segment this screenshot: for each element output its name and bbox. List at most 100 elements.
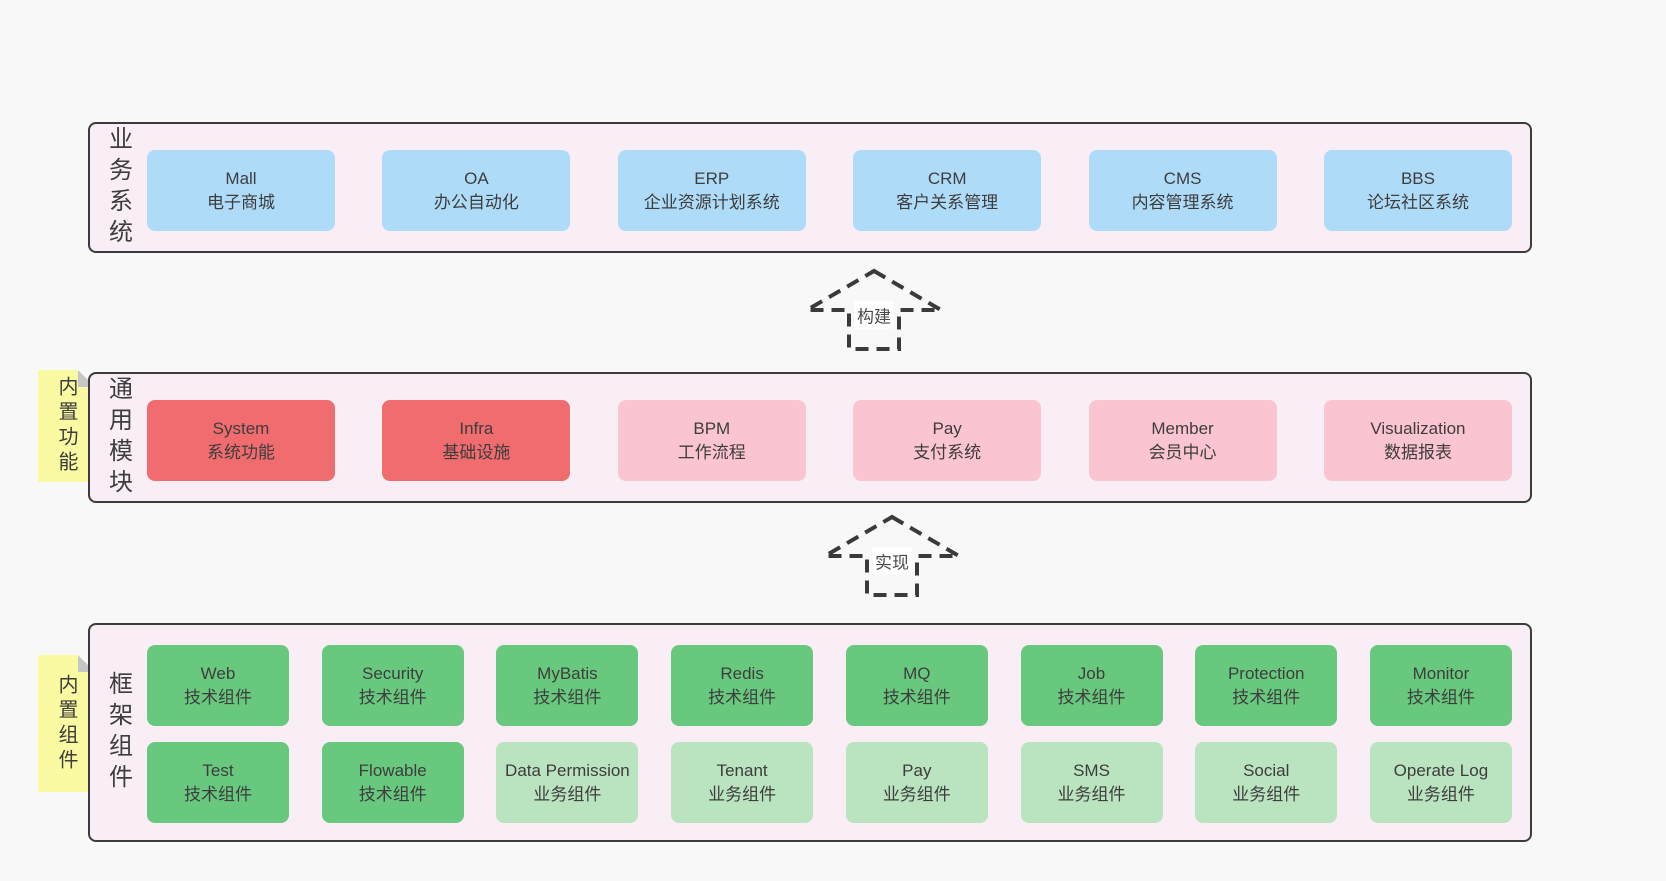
diagram-box-data-permission: Data Permission 业务组件	[496, 742, 639, 823]
box-subtitle: 技术组件	[1406, 687, 1475, 707]
box-subtitle: 技术组件	[184, 687, 252, 707]
common-modules-row: System 系统功能 Infra 基础设施 BPM 工作流程 Pay 支付系统 Member 会…	[147, 400, 1512, 481]
box-title: Web	[200, 663, 236, 683]
diagram-box-bpm: BPM 工作流程	[617, 400, 806, 481]
diagram-box-job: Job 技术组件	[1020, 645, 1163, 726]
arrow-label: 实现	[872, 547, 912, 575]
box-title: ERP	[694, 168, 730, 188]
diagram-box-mq: MQ 技术组件	[845, 645, 988, 726]
diagram-box-security: Security 技术组件	[321, 645, 464, 726]
box-title: Visualization	[1370, 418, 1466, 438]
layer-label-business-systems: 业务系统	[104, 125, 132, 250]
box-title: BPM	[693, 418, 731, 438]
sticky-note-label: 内置功能	[55, 376, 77, 476]
box-subtitle: 业务组件	[882, 784, 951, 804]
box-subtitle: 数据报表	[1383, 442, 1452, 462]
box-title: Member	[1151, 418, 1214, 438]
box-title: Operate Log	[1393, 760, 1489, 780]
box-subtitle: 支付系统	[913, 442, 982, 462]
diagram-box-pay: Pay 支付系统	[853, 400, 1042, 481]
box-subtitle: 业务组件	[1406, 784, 1475, 804]
box-subtitle: 技术组件	[1057, 687, 1126, 707]
diagram-box-crm: CRM 客户关系管理	[853, 150, 1042, 231]
diagram-box-erp: ERP 企业资源计划系统	[617, 150, 806, 231]
box-subtitle: 工作流程	[677, 442, 746, 462]
diagram-box-member: Member 会员中心	[1088, 400, 1277, 481]
box-subtitle: 技术组件	[533, 687, 602, 707]
arrow-up-dashed-icon	[822, 514, 962, 597]
sticky-note-label: 内置组件	[55, 673, 77, 774]
layer-business-systems: 业务系统 Mall 电子商城 OA 办公自动化 ERP 企业资源计划系统 CRM 客户关系管理…	[88, 122, 1532, 253]
box-subtitle: 会员中心	[1148, 442, 1217, 462]
box-subtitle: 技术组件	[358, 784, 427, 804]
box-title: Data Permission	[505, 760, 630, 780]
box-subtitle: 技术组件	[1232, 687, 1301, 707]
box-title: SMS	[1073, 760, 1110, 780]
diagram-box-pay: Pay 业务组件	[845, 742, 988, 823]
diagram-box-tenant: Tenant 业务组件	[671, 742, 814, 823]
diagram-box-system: System 系统功能	[147, 400, 335, 481]
box-subtitle: 业务组件	[1057, 784, 1126, 804]
diagram-box-social: Social 业务组件	[1195, 742, 1338, 823]
box-subtitle: 业务组件	[1232, 784, 1301, 804]
box-subtitle: 企业资源计划系统	[643, 192, 780, 212]
diagram-box-bbs: BBS 论坛社区系统	[1323, 150, 1512, 231]
arrow-label: 构建	[854, 301, 894, 329]
diagram-box-mybatis: MyBatis 技术组件	[496, 645, 639, 726]
box-subtitle: 电子商城	[207, 192, 275, 212]
diagram-box-operate-log: Operate Log 业务组件	[1369, 742, 1512, 823]
box-subtitle: 技术组件	[184, 784, 252, 804]
box-title: Mall	[225, 168, 257, 188]
box-title: OA	[464, 168, 489, 188]
box-subtitle: 论坛社区系统	[1366, 192, 1469, 212]
arrow-up-dashed-icon	[804, 268, 944, 351]
arrow-implement: 实现	[822, 514, 962, 598]
box-title: MyBatis	[537, 663, 598, 683]
box-title: Flowable	[358, 760, 427, 780]
sticky-note-builtin-features: 内置功能	[38, 370, 95, 482]
diagram-box-visualization: Visualization 数据报表	[1323, 400, 1512, 481]
layer-label-framework-components: 框架组件	[104, 670, 132, 795]
box-subtitle: 技术组件	[358, 687, 427, 707]
layer-label-common-modules: 通用模块	[104, 375, 132, 500]
box-title: BBS	[1400, 168, 1435, 188]
box-title: Pay	[932, 418, 962, 438]
box-title: Job	[1077, 663, 1106, 683]
arrow-build: 构建	[804, 268, 944, 352]
box-title: Tenant	[716, 760, 768, 780]
box-title: Security	[361, 663, 424, 683]
box-subtitle: 技术组件	[882, 687, 951, 707]
box-subtitle: 客户关系管理	[896, 192, 999, 212]
diagram-box-infra: Infra 基础设施	[382, 400, 571, 481]
box-subtitle: 业务组件	[533, 784, 602, 804]
box-subtitle: 技术组件	[708, 687, 777, 707]
box-subtitle: 办公自动化	[433, 192, 519, 212]
box-title: Social	[1243, 760, 1290, 780]
diagram-box-web: Web 技术组件	[147, 645, 289, 726]
box-subtitle: 系统功能	[207, 442, 275, 462]
diagram-box-oa: OA 办公自动化	[382, 150, 571, 231]
layer-common-modules: 通用模块 System 系统功能 Infra 基础设施 BPM 工作流程 Pay 支付系统 Me…	[88, 372, 1532, 503]
box-subtitle: 基础设施	[442, 442, 511, 462]
box-title: Infra	[459, 418, 494, 438]
diagram-box-flowable: Flowable 技术组件	[321, 742, 464, 823]
sticky-note-builtin-components: 内置组件	[38, 655, 95, 792]
box-title: Redis	[720, 663, 764, 683]
diagram-box-sms: SMS 业务组件	[1020, 742, 1163, 823]
box-subtitle: 内容管理系统	[1131, 192, 1234, 212]
box-title: Pay	[902, 760, 932, 780]
box-title: System	[212, 418, 270, 438]
diagram-box-redis: Redis 技术组件	[671, 645, 814, 726]
box-subtitle: 业务组件	[708, 784, 777, 804]
box-title: CRM	[927, 168, 967, 188]
box-title: MQ	[903, 663, 931, 683]
